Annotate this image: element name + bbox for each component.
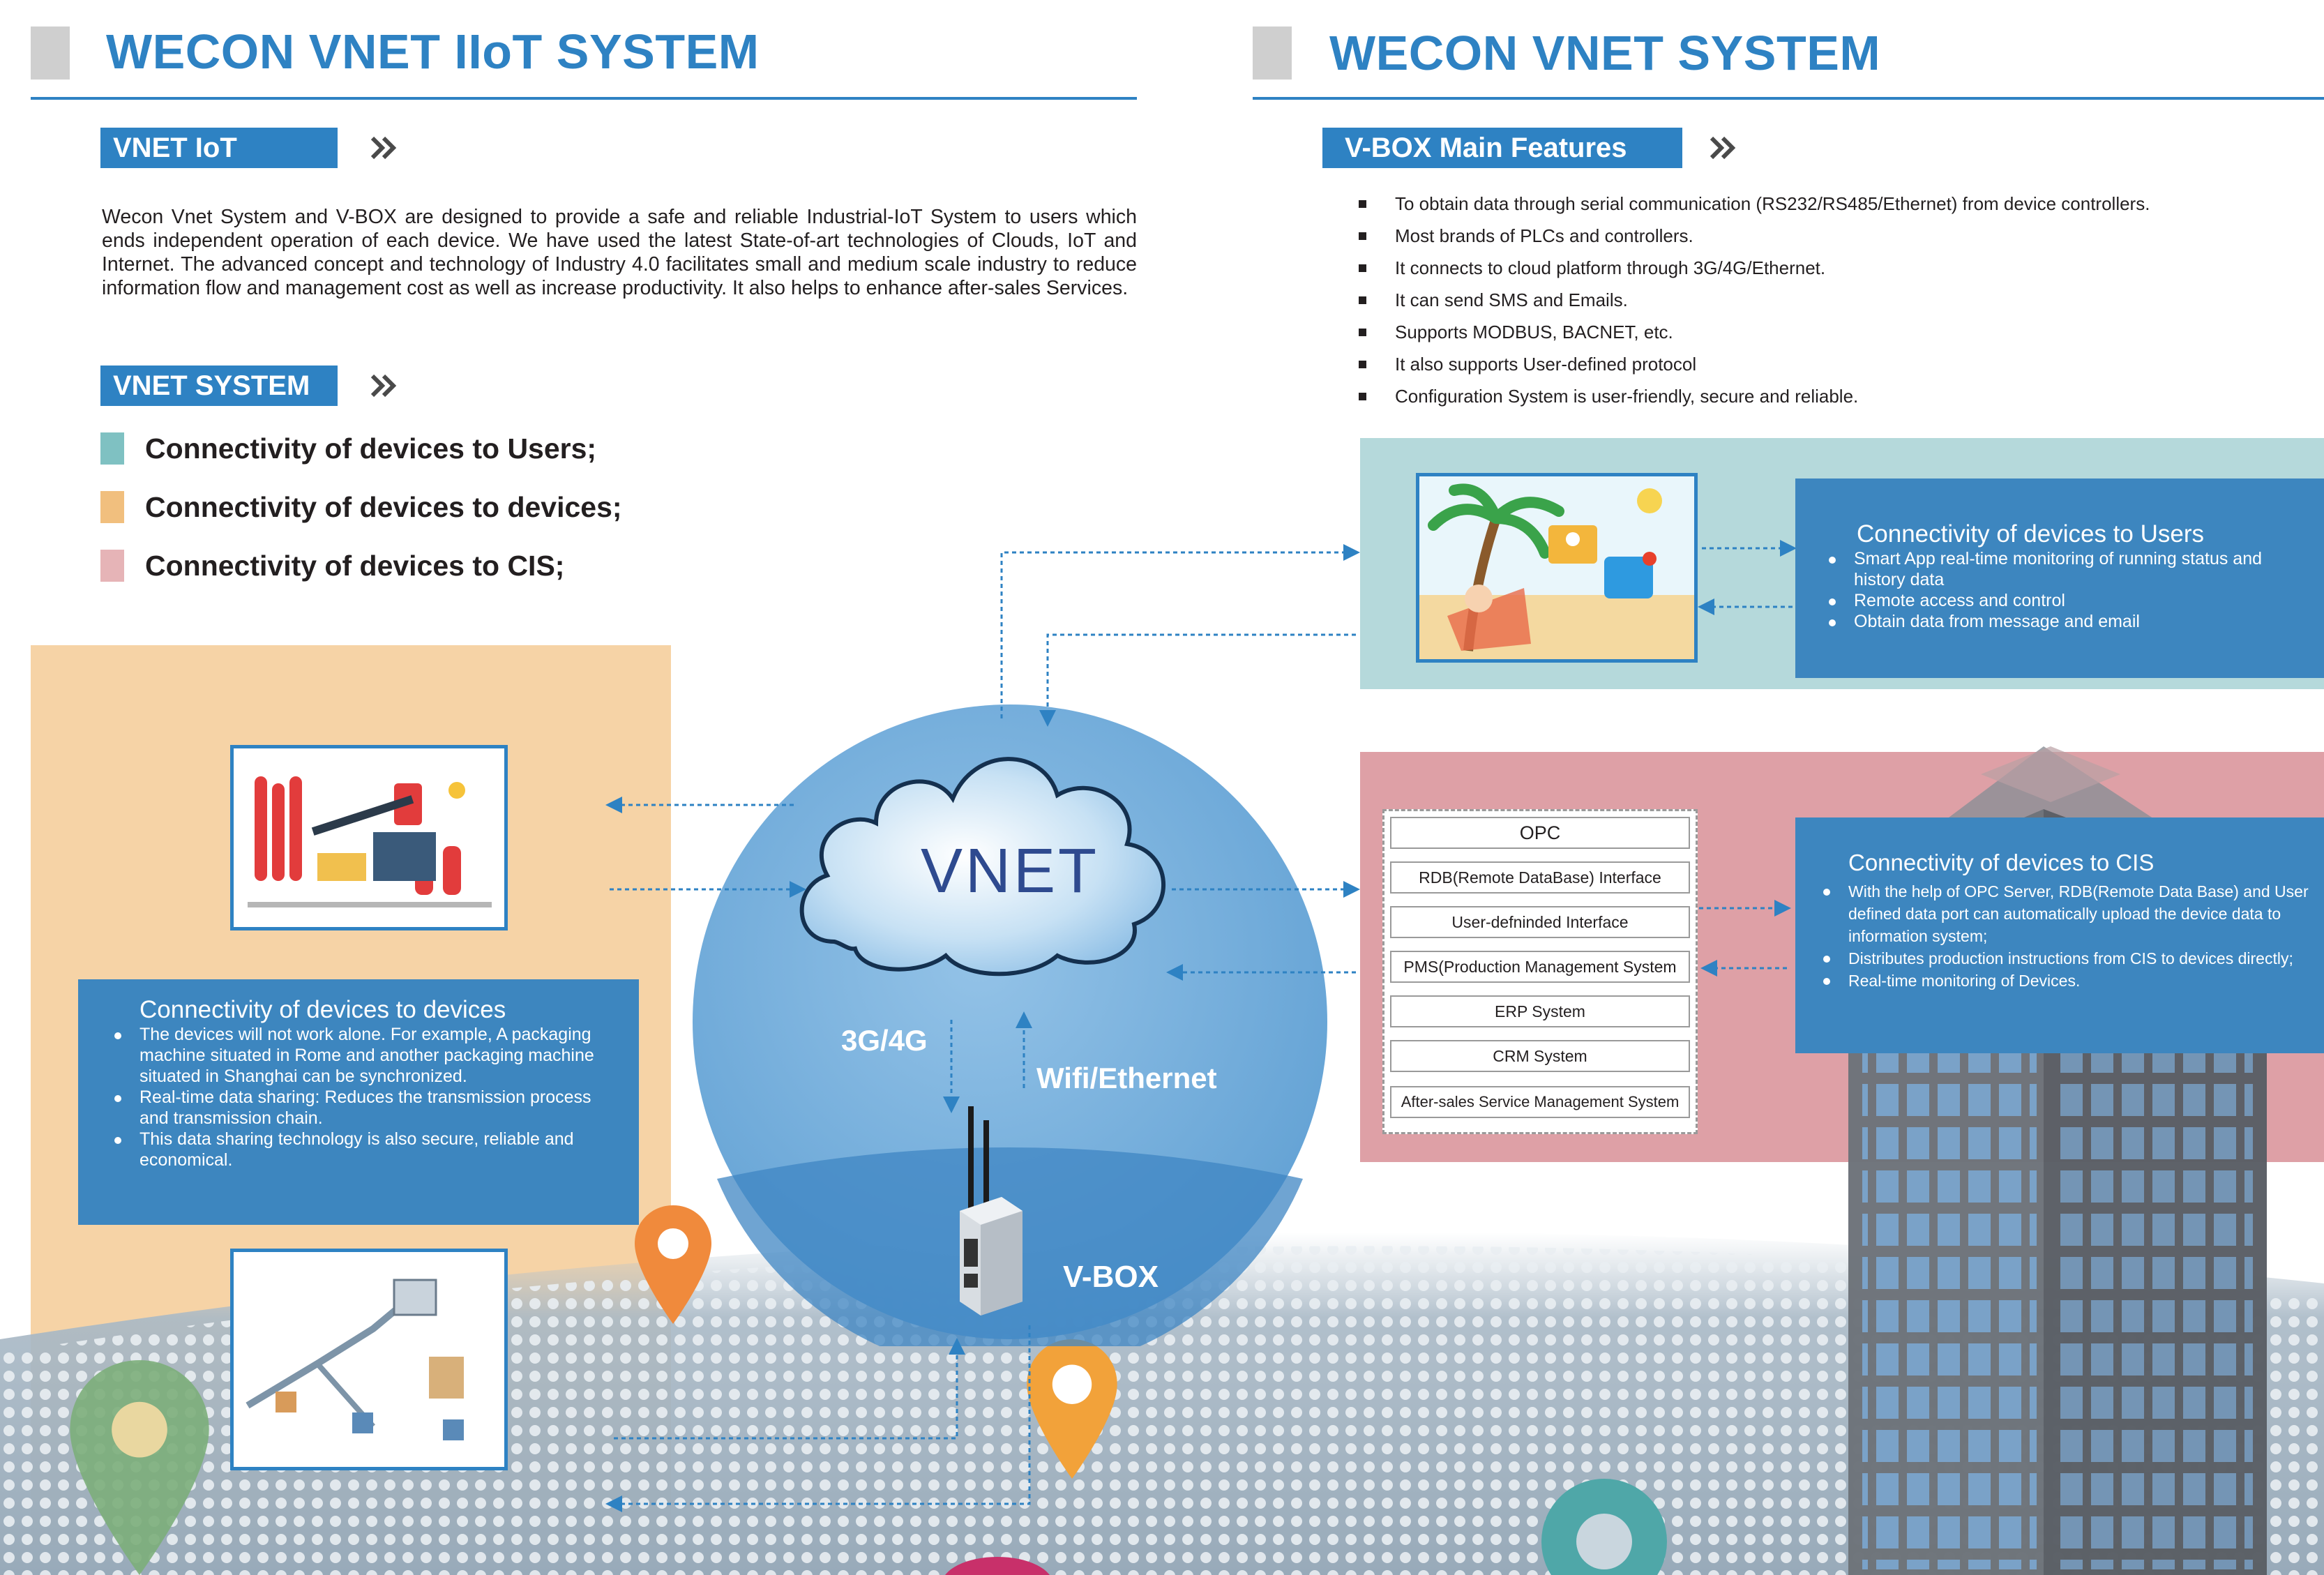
- cis-interface-item: After-sales Service Management System: [1390, 1086, 1690, 1118]
- production-line-illustration: [230, 1249, 508, 1470]
- feature-item: Supports MODBUS, BACNET, etc.: [1356, 321, 2150, 353]
- map-pin-icon: [1541, 1479, 1667, 1575]
- feature-item: Configuration System is user-friendly, s…: [1356, 385, 2150, 417]
- users-box-list: Smart App real-time monitoring of runnin…: [1825, 548, 2313, 632]
- header-accent-block: [31, 27, 70, 80]
- header-rule-left: [31, 97, 1137, 100]
- cis-interface-item: RDB(Remote DataBase) Interface: [1390, 861, 1690, 894]
- list-item: Smart App real-time monitoring of runnin…: [1825, 548, 2313, 590]
- cis-interface-item: OPC: [1390, 817, 1690, 849]
- world-map-illustration: [0, 1232, 2324, 1575]
- map-pin-icon: [1027, 1339, 1117, 1479]
- cis-interface-item: User-defninded Interface: [1390, 906, 1690, 938]
- list-item: The devices will not work alone. For exa…: [110, 1024, 619, 1087]
- list-item: Real-time monitoring of Devices.: [1819, 970, 2316, 992]
- cis-interface-item: CRM System: [1390, 1040, 1690, 1072]
- section-tag-vnet-system: VNET SYSTEM: [100, 366, 338, 406]
- header-accent-block: [1253, 27, 1292, 80]
- double-chevron-icon: [370, 136, 397, 160]
- legend-swatch: [100, 491, 124, 523]
- link-3g-label: 3G/4G: [841, 1024, 928, 1057]
- page-title-right: WECON VNET SYSTEM: [1329, 26, 1881, 80]
- vbox-feature-list: To obtain data through serial communicat…: [1356, 193, 2150, 417]
- section-tag-vnet-iot: VNET IoT: [100, 128, 338, 168]
- devices-box-title: Connectivity of devices to devices: [139, 996, 506, 1023]
- cis-interface-item: ERP System: [1390, 995, 1690, 1027]
- palm-tree-icon: [1419, 476, 1694, 659]
- vbox-device-icon: [960, 1106, 1023, 1316]
- cis-info-box: Connectivity of devices to CIS With the …: [1795, 817, 2324, 1053]
- cloud-label: VNET: [921, 836, 1100, 906]
- cis-interface-list: OPC RDB(Remote DataBase) Interface User-…: [1382, 809, 1698, 1134]
- factory-machine-icon: [248, 776, 492, 907]
- feature-item: It connects to cloud platform through 3G…: [1356, 257, 2150, 289]
- users-box-title: Connectivity of devices to Users: [1857, 520, 2204, 548]
- beach-user-illustration: [1416, 473, 1698, 663]
- list-item: This data sharing technology is also sec…: [110, 1129, 619, 1170]
- section-tag-vbox-features: V-BOX Main Features: [1322, 128, 1682, 168]
- devices-info-box: Connectivity of devices to devices The d…: [78, 979, 639, 1225]
- map-pin-icon: [635, 1205, 711, 1324]
- feature-item: Most brands of PLCs and controllers.: [1356, 225, 2150, 257]
- vnet-iot-description: Wecon Vnet System and V-BOX are designed…: [102, 206, 1137, 299]
- cis-box-title: Connectivity of devices to CIS: [1848, 850, 2155, 875]
- feature-item: It can send SMS and Emails.: [1356, 289, 2150, 321]
- legend-label: Connectivity of devices to CIS;: [145, 550, 565, 582]
- header-rule-right: [1253, 97, 2324, 100]
- double-chevron-icon: [370, 374, 397, 398]
- production-line-icon: [246, 1279, 464, 1440]
- legend-label: Connectivity of devices to Users;: [145, 432, 597, 465]
- feature-item: To obtain data through serial communicat…: [1356, 193, 2150, 225]
- feature-item: It also supports User-defined protocol: [1356, 353, 2150, 385]
- list-item: Remote access and control: [1825, 590, 2313, 611]
- list-item: Distributes production instructions from…: [1819, 947, 2316, 970]
- list-item: Real-time data sharing: Reduces the tran…: [110, 1087, 619, 1129]
- list-item: Obtain data from message and email: [1825, 611, 2313, 632]
- users-info-box: Connectivity of devices to Users Smart A…: [1795, 478, 2324, 678]
- legend-swatch: [100, 432, 124, 465]
- map-pin-icon: [70, 1360, 209, 1575]
- machine-illustration-top: [230, 745, 508, 930]
- cis-interface-item: PMS(Production Management System: [1390, 951, 1690, 983]
- double-chevron-icon: [1710, 136, 1736, 160]
- list-item: With the help of OPC Server, RDB(Remote …: [1819, 880, 2316, 947]
- page-title-left: WECON VNET IIoT SYSTEM: [106, 24, 760, 79]
- link-wifi-label: Wifi/Ethernet: [1036, 1062, 1217, 1094]
- cis-box-list: With the help of OPC Server, RDB(Remote …: [1819, 880, 2316, 992]
- cloud-icon: [799, 757, 1166, 977]
- vbox-label: V-BOX: [1063, 1260, 1159, 1294]
- map-pin-icon: [945, 1557, 1050, 1575]
- devices-box-list: The devices will not work alone. For exa…: [110, 1024, 619, 1170]
- legend-label: Connectivity of devices to devices;: [145, 491, 622, 523]
- legend-swatch: [100, 550, 124, 582]
